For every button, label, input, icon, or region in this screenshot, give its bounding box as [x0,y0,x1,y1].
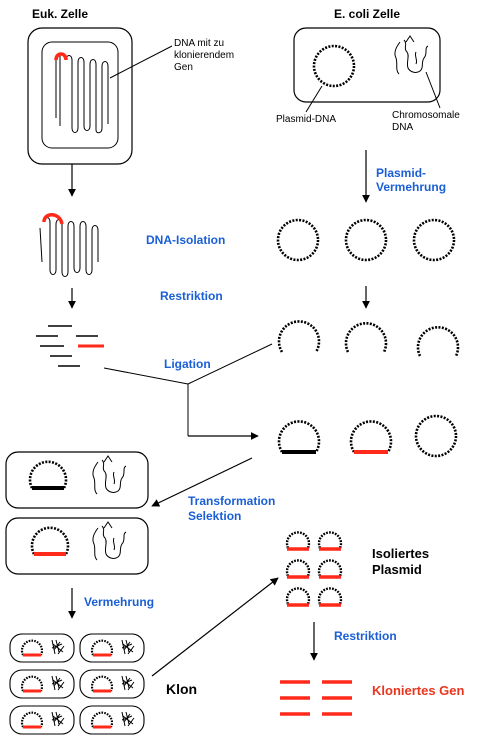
step-plasmid-vermehrung-line2: Vermehrung [376,180,447,194]
transformed-cell [5,451,149,509]
chromosomal-pointer-line [425,71,441,109]
plasmid-ring-icon [344,218,388,262]
euk-nucleus [41,41,119,149]
clone-cell [79,633,145,663]
step-plasmid-vermehrung-line1: Plasmid- [376,166,427,180]
annotation-chromosomal-line2: DNA [392,122,414,133]
clone-cell [79,669,145,699]
open-plasmid-icon [277,320,321,353]
annotation-dna-line2: klonierendem [174,50,235,61]
plasmid-ring-icon [317,587,343,605]
step-restriktion: Restriktion [160,289,223,303]
plasmid-ring-icon [90,711,114,728]
step-ligation: Ligation [164,357,211,371]
step-plasmid-vermehrung: Plasmid- Vermehrung [376,166,446,194]
clone-cells [9,633,145,735]
step-dna-isolation: DNA-Isolation [146,233,226,247]
plasmid-ring-icon [285,587,311,605]
step-transformation-line2: Selektion [188,509,242,523]
plasmid-ring-icon [20,711,44,728]
isoliertes-line2: Plasmid [372,562,422,577]
plasmid-ring-icon [285,531,311,549]
isoliertes-line1: Isoliertes [372,546,430,561]
step-vermehrung: Vermehrung [84,595,155,609]
annotation-chromosomal-line1: Chromosomale [392,110,460,121]
open-plasmid-icon [344,321,388,353]
open-plasmid-icon [416,325,460,357]
dna-fragment-icon [36,325,104,367]
annotation-dna: DNA mit zu klonierendem Gen [174,38,234,74]
recombinant-plasmid-icon [349,420,393,453]
clone-cell [9,633,75,663]
plasmid-pointer-line [305,85,323,113]
plasmid-ring-icon [276,218,320,262]
recombinant-plasmid-icon [277,420,321,453]
plasmid-ring-icon [90,675,114,692]
title-euk: Euk. Zelle [32,7,89,21]
euk-dna-icon [54,52,109,134]
title-ecoli: E. coli Zelle [334,7,401,21]
annotation-plasmid: Plasmid-DNA [276,114,337,125]
dna-pointer-line [109,45,173,79]
arrow-icon [151,577,279,677]
transformed-cell [5,517,149,575]
plasmid-ring-icon [317,559,343,577]
isolated-dna-icon [39,213,99,277]
ligation-lines [103,343,273,436]
annotation-chromosomal: Chromosomale DNA [392,110,460,134]
plasmid-ring-icon [414,414,458,458]
plasmid-ring-icon [312,44,356,88]
plasmid-ring-icon [90,639,114,656]
clone-cell [9,705,75,735]
step-transformation-line1: Transformation [188,494,276,508]
isoliertes-plasmid-label: Isoliertes Plasmid [372,546,429,578]
cloned-gene-icon [280,680,352,716]
step-restriktion2: Restriktion [334,629,397,643]
plasmid-ring-icon [412,218,456,262]
isolated-plasmids [285,531,343,607]
clone-cell [79,705,145,735]
kloniertes-gen-label: Kloniertes Gen [372,683,465,698]
ecoli-cell [293,27,441,103]
plasmid-ring-icon [285,559,311,577]
plasmid-ring-icon [317,531,343,549]
plasmid-ring-icon [20,639,44,656]
annotation-dna-line3: Gen [174,62,193,73]
plasmid-ring-icon [20,675,44,692]
step-transformation: Transformation Selektion [188,494,275,524]
clone-cell [9,669,75,699]
annotation-dna-line1: DNA mit zu [174,38,225,49]
arrow-icon [151,457,253,507]
klon-label: Klon [166,681,198,697]
